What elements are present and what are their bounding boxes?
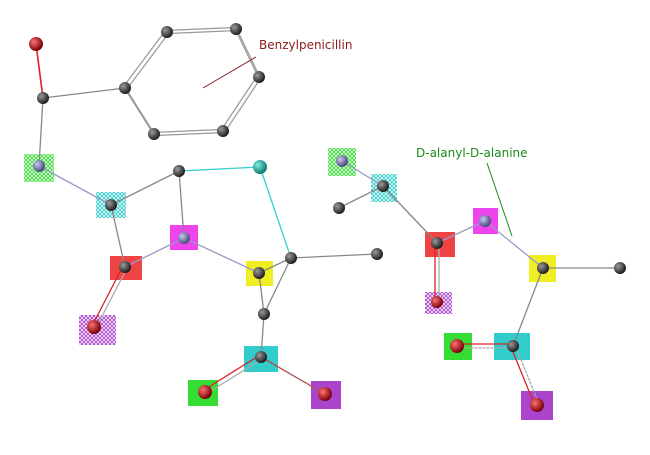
- carbon-atom: [537, 262, 549, 274]
- sulfur-atom: [253, 160, 267, 174]
- penicillin-label-pointer: [202, 56, 257, 89]
- carbon-atom: [161, 26, 173, 38]
- alanine-atoms: [333, 155, 626, 412]
- bond: [338, 185, 384, 209]
- alanine-label: D-alanyl-D-alanine: [416, 146, 528, 160]
- benzene-ring-bonds: [122, 26, 262, 137]
- carbon-atom: [333, 202, 345, 214]
- bond-sulfur: [259, 166, 292, 259]
- carbon-atom: [119, 261, 131, 273]
- bond: [258, 272, 265, 315]
- alanine-label-pointer: [486, 162, 513, 237]
- bond-carbonyl: [35, 43, 44, 99]
- bond: [512, 267, 544, 347]
- carbon-atom: [119, 82, 131, 94]
- carbon-atom: [148, 128, 160, 140]
- bond-double-oxygen: [510, 346, 536, 407]
- bond: [382, 185, 438, 244]
- carbon-atom: [37, 92, 49, 104]
- alanine-highlights: [328, 148, 556, 420]
- bond-nitrogen: [183, 237, 260, 274]
- bond-double-oxygen: [91, 265, 124, 327]
- carbon-atom: [173, 165, 185, 177]
- carbon-atom: [258, 308, 270, 320]
- bond-nitrogen: [436, 220, 486, 244]
- carbon-atom: [230, 23, 242, 35]
- carbon-atom: [255, 351, 267, 363]
- bond: [110, 170, 180, 206]
- oxygen-atom: [29, 37, 43, 51]
- carbon-atom: [377, 180, 389, 192]
- nitrogen-atom: [336, 155, 348, 167]
- oxygen-atom: [87, 320, 101, 334]
- carbon-atom: [614, 262, 626, 274]
- bond: [110, 204, 126, 268]
- alanine-bonds: [338, 160, 621, 407]
- bond-double-oxygen: [203, 354, 261, 391]
- bond-nitrogen: [341, 160, 384, 187]
- penicillin-atoms: [29, 23, 383, 401]
- oxygen-atom: [431, 296, 443, 308]
- oxygen-atom: [318, 387, 332, 401]
- carbon-atom: [253, 267, 265, 279]
- bond: [178, 170, 185, 239]
- carbon-atom: [371, 248, 383, 260]
- nitrogen-atom: [479, 215, 491, 227]
- bond-double-oxygen: [514, 344, 540, 405]
- nitrogen-atom: [33, 160, 45, 172]
- bond: [290, 253, 378, 259]
- carbon-atom: [285, 252, 297, 264]
- bond-sulfur: [178, 166, 261, 172]
- carbon-atom: [253, 71, 265, 83]
- bond-nitrogen: [124, 237, 185, 268]
- penicillin-highlights: [24, 154, 341, 409]
- oxygen-atom: [530, 398, 544, 412]
- carbon-atom: [105, 199, 117, 211]
- nitrogen-atom: [178, 232, 190, 244]
- bond: [42, 87, 126, 99]
- carbon-atom: [507, 340, 519, 352]
- bond-double-oxygen: [205, 358, 263, 395]
- bond-nitrogen: [38, 165, 112, 206]
- bond: [260, 313, 265, 358]
- bond: [263, 257, 292, 315]
- penicillin-label: Benzylpenicillin: [259, 38, 352, 52]
- bond-double-oxygen: [95, 267, 128, 329]
- bond-oxygen: [260, 356, 326, 395]
- carbon-atom: [431, 237, 443, 249]
- carbon-atom: [217, 125, 229, 137]
- oxygen-atom: [198, 385, 212, 399]
- bond: [38, 97, 44, 167]
- labels: Benzylpenicillin D-alanyl-D-alanine: [202, 38, 528, 237]
- bond-nitrogen: [484, 220, 544, 269]
- oxygen-atom: [450, 339, 464, 353]
